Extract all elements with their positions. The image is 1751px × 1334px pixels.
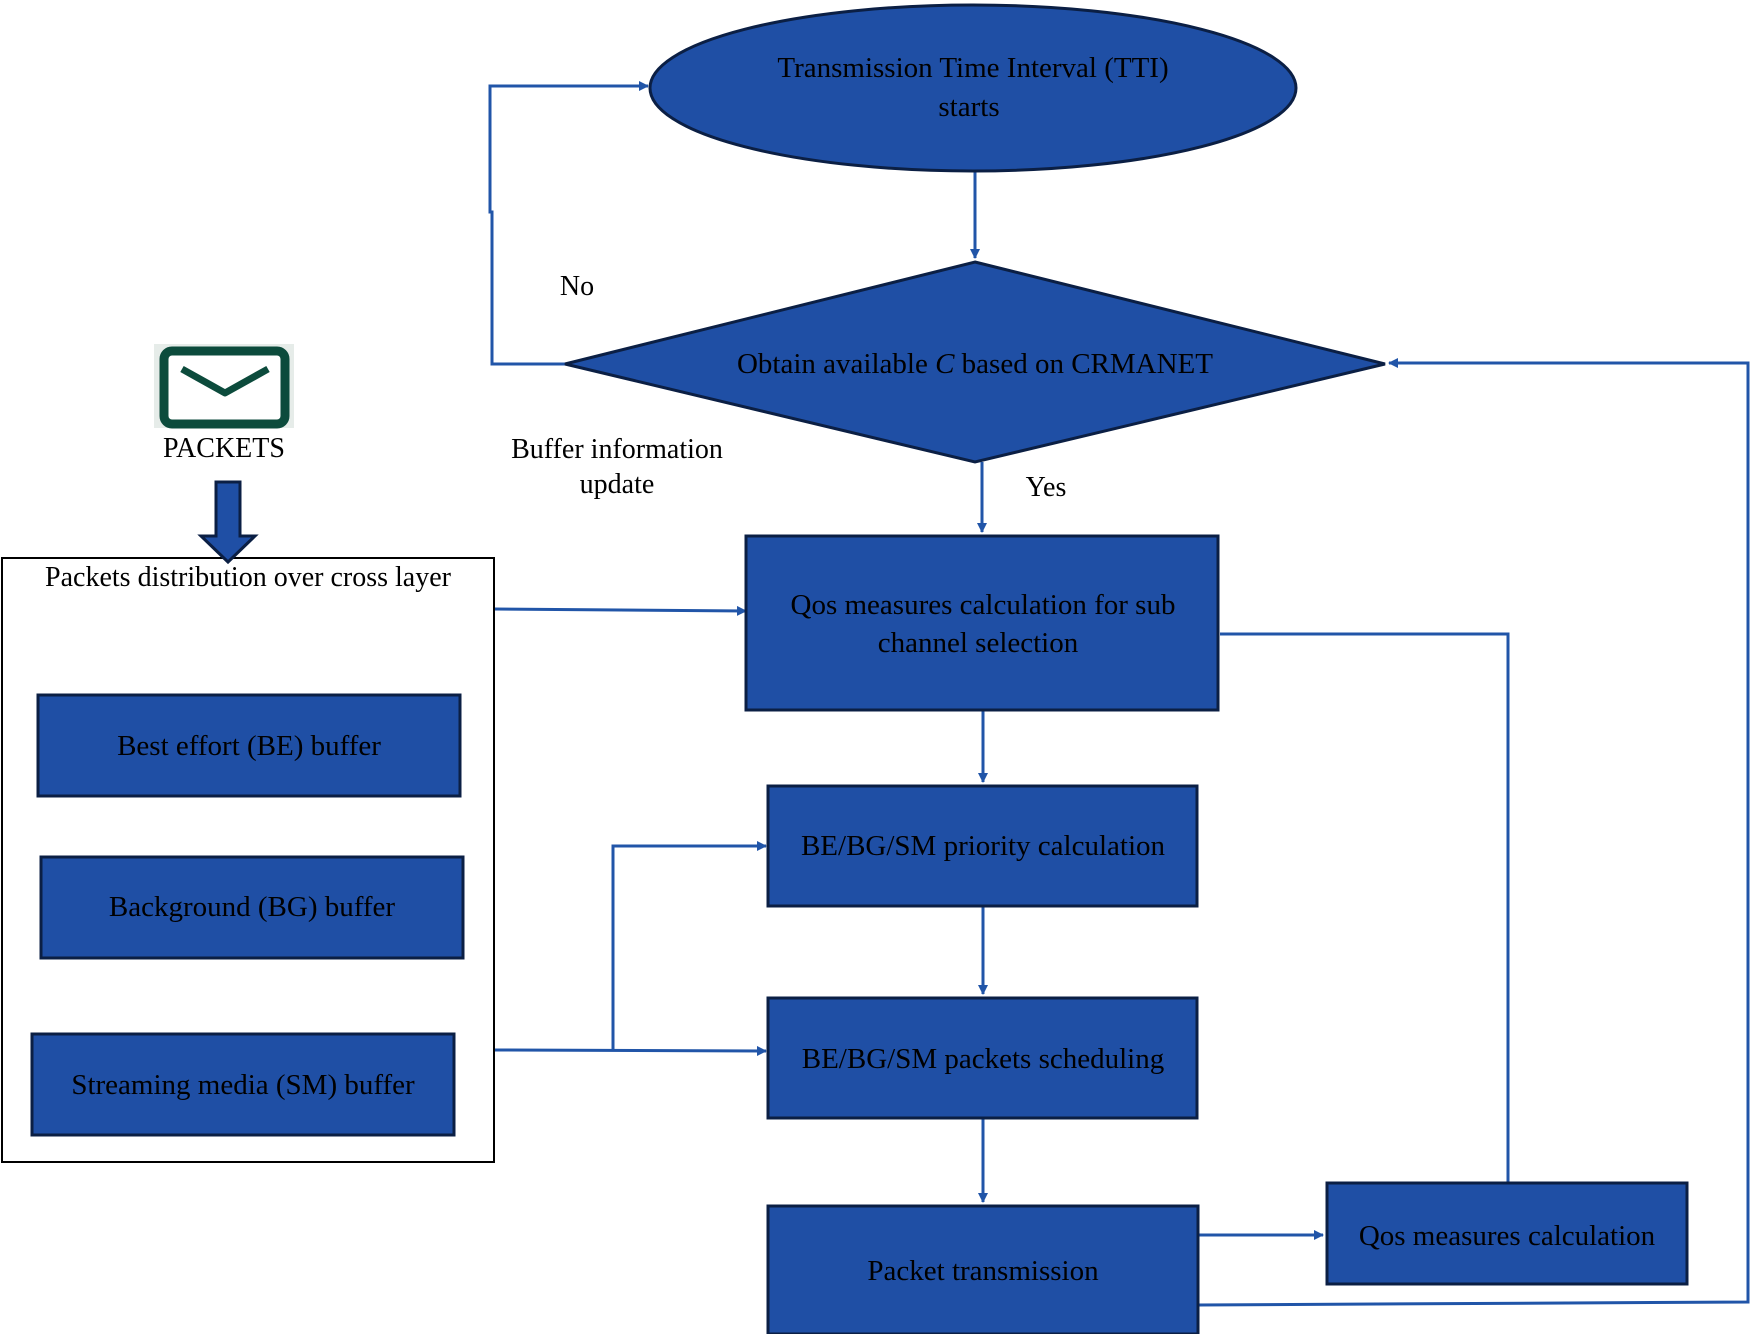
node-decision-shape <box>564 260 1386 464</box>
edge-qos-sub-to-qos-calc <box>1220 632 1510 1183</box>
node-decision: Obtain available C based on CRMANET <box>564 260 1386 464</box>
node-priority-calculation-box <box>766 784 1199 908</box>
node-tti-start-line1: Transmission Time Interval (TTI) <box>777 52 1168 84</box>
edge-panel-to-scheduling <box>493 1045 767 1056</box>
buffer-background-label: Background (BG) buffer <box>109 891 396 923</box>
node-tti-start-line2: starts <box>938 91 999 123</box>
edge-decision-to-tti-no <box>488 81 649 366</box>
down-arrow-icon-shape <box>197 480 259 565</box>
edge-label-buffer-update-line2: update <box>580 469 655 500</box>
node-packets-scheduling-label: BE/BG/SM packets scheduling <box>802 1043 1164 1075</box>
buffer-background-box <box>39 855 465 960</box>
node-tti-start: Transmission Time Interval (TTI) starts <box>648 3 1298 173</box>
node-qos-sub-channel: Qos measures calculation for sub channel… <box>744 534 1220 712</box>
packets-group: PACKETS <box>154 344 294 565</box>
node-decision-suffix: based on CRMANET <box>954 348 1213 380</box>
buffer-best-effort-label: Best effort (BE) buffer <box>117 730 381 762</box>
buffer-best-effort-box <box>36 693 462 798</box>
node-packet-transmission-box <box>766 1204 1200 1334</box>
node-packets-scheduling: BE/BG/SM packets scheduling <box>766 996 1199 1120</box>
node-packet-transmission-label: Packet transmission <box>867 1255 1099 1287</box>
node-packet-transmission: Packet transmission <box>766 1204 1200 1334</box>
node-priority-calculation-label: BE/BG/SM priority calculation <box>801 830 1166 862</box>
edge-transmission-to-decision <box>1197 358 1750 1307</box>
edge-labels: No Yes Buffer information update <box>511 271 1066 503</box>
edge-label-buffer-update-line1: Buffer information <box>511 434 723 465</box>
node-qos-sub-channel-box <box>744 534 1220 712</box>
node-decision-prefix: Obtain available <box>737 348 935 380</box>
node-decision-label: Obtain available C based on CRMANET <box>737 348 1213 380</box>
edges <box>488 81 1750 1307</box>
buffer-background: Background (BG) buffer <box>39 855 465 960</box>
node-tti-start-shape <box>648 3 1298 173</box>
buffer-best-effort: Best effort (BE) buffer <box>36 693 462 798</box>
edge-panel-to-priority <box>611 841 767 1050</box>
buffer-streaming-media-label: Streaming media (SM) buffer <box>71 1069 415 1101</box>
envelope-icon-body <box>159 346 290 429</box>
node-qos-measures-calculation-box <box>1325 1181 1689 1286</box>
edge-label-no: No <box>560 271 594 302</box>
buffer-streaming-media-box <box>30 1032 456 1137</box>
envelope-icon-flap <box>180 365 270 397</box>
cross-layer-panel: Packets distribution over cross layer Be… <box>1 557 495 1163</box>
node-qos-sub-channel-line2: channel selection <box>878 627 1079 659</box>
down-arrow-icon <box>197 480 259 565</box>
node-qos-measures-calculation: Qos measures calculation <box>1325 1181 1689 1286</box>
edge-panel-to-qos-sub <box>493 605 747 616</box>
node-qos-sub-channel-line1: Qos measures calculation for sub <box>791 589 1176 621</box>
envelope-icon <box>159 346 290 429</box>
buffer-streaming-media: Streaming media (SM) buffer <box>30 1032 456 1137</box>
node-decision-symbol: C <box>935 348 955 380</box>
packets-label: PACKETS <box>163 433 285 464</box>
edge-label-yes: Yes <box>1026 472 1067 503</box>
cross-layer-panel-title: Packets distribution over cross layer <box>45 562 452 593</box>
node-packets-scheduling-box <box>766 996 1199 1120</box>
node-priority-calculation: BE/BG/SM priority calculation <box>766 784 1199 908</box>
node-qos-measures-calculation-label: Qos measures calculation <box>1359 1220 1656 1252</box>
